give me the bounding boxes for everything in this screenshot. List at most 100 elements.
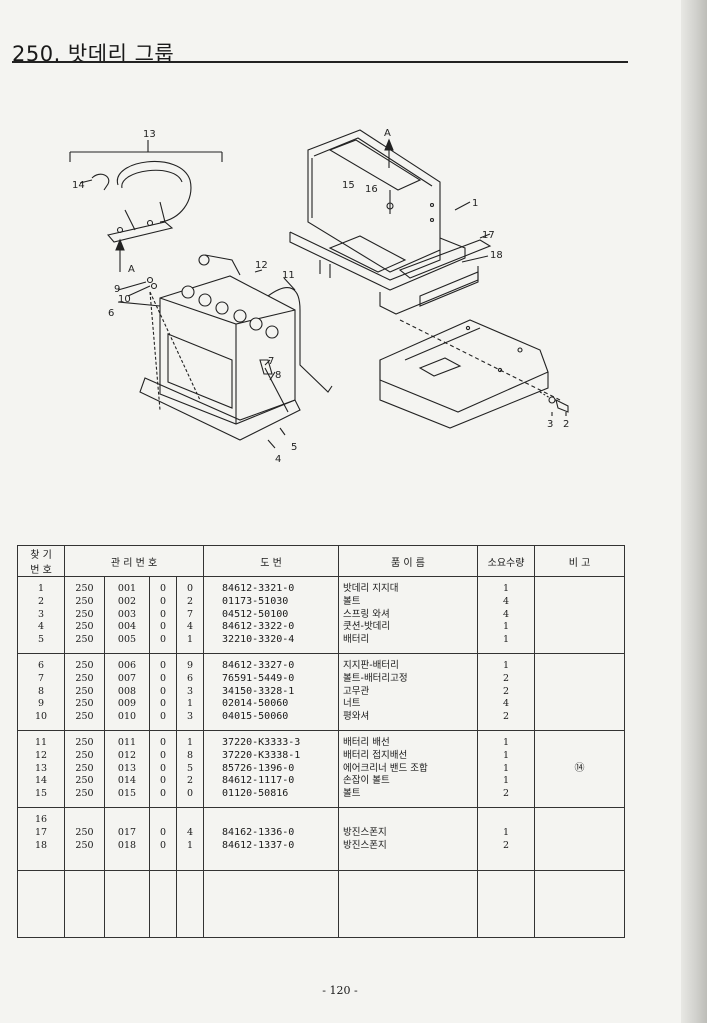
cell-name: 스프링 와셔 <box>338 608 479 622</box>
exploded-parts-diagram: 13 14 A A 15 16 1 17 18 12 11 9 10 6 7 8… <box>0 110 680 490</box>
header-remark: 비 고 <box>534 545 626 577</box>
cell-a: 0 <box>149 711 177 724</box>
washer-10 <box>150 282 158 290</box>
header-qty: 소요수량 <box>477 545 536 577</box>
sponge-18 <box>419 271 479 307</box>
battery-5 <box>159 275 296 425</box>
cell-a: 0 <box>149 583 177 596</box>
callout-16: 16 <box>365 184 378 195</box>
cell-dwg: 84612-3322-0 <box>203 621 340 635</box>
cell-name: 방진스폰지 <box>338 826 479 840</box>
table-spacer-row <box>17 882 626 894</box>
cell-b: 9 <box>175 659 205 673</box>
cell-qty: 1 <box>477 736 536 750</box>
cell-name: 쿳션-밧데리 <box>338 621 479 635</box>
title-underline <box>12 61 628 63</box>
callout-17: 17 <box>482 230 495 241</box>
table-spacer-row <box>17 852 626 859</box>
cell-s: 015 <box>104 788 150 801</box>
cell-name: 평와셔 <box>338 711 479 724</box>
ground-cable-12 <box>204 254 241 276</box>
callout-12: 12 <box>255 260 268 271</box>
cell-name: 볼트-배터리고정 <box>338 672 479 686</box>
battery-support-1 <box>289 129 479 315</box>
page-number: - 120 - <box>322 984 358 997</box>
table-spacer-row <box>17 864 626 872</box>
cell-s: 010 <box>104 711 150 724</box>
cell-dwg: 04015-50060 <box>203 711 340 724</box>
cell-remark <box>534 672 626 686</box>
cell-qty: 1 <box>477 583 536 596</box>
cell-b <box>175 813 205 827</box>
cell-s: 004 <box>104 621 150 635</box>
cell-s: 003 <box>104 608 150 622</box>
cell-remark <box>534 685 626 699</box>
cell-a: 0 <box>149 634 177 647</box>
cell-qty: 1 <box>477 762 536 776</box>
cell-no: 1 <box>17 583 65 596</box>
cell-remark <box>534 788 626 801</box>
cell-qty: 2 <box>477 839 536 853</box>
cell-qty: 1 <box>477 826 536 840</box>
page-edge-shadow <box>681 0 707 1023</box>
cell-remark <box>534 711 626 724</box>
cell-name: 볼트 <box>338 595 479 609</box>
cell-no: 8 <box>17 685 65 699</box>
cell-g: 250 <box>64 775 105 789</box>
callout-a-lower: A <box>128 264 135 275</box>
cell-qty: 2 <box>477 788 536 801</box>
cell-no: 9 <box>17 698 65 712</box>
cell-s: 007 <box>104 672 150 686</box>
callout-1: 1 <box>472 198 478 209</box>
cell-s: 018 <box>104 839 150 853</box>
cell-qty: 2 <box>477 711 536 724</box>
cell-b: 0 <box>175 583 205 596</box>
cell-g: 250 <box>64 736 105 750</box>
callout-5: 5 <box>291 442 297 453</box>
cell-a: 0 <box>149 749 177 763</box>
cell-g: 250 <box>64 583 105 596</box>
cell-dwg: 04512-50100 <box>203 608 340 622</box>
callout-11: 11 <box>282 270 295 281</box>
cell-b: 3 <box>175 711 205 724</box>
callout-8: 8 <box>275 370 281 381</box>
callout-a-upper: A <box>384 128 391 139</box>
cell-s: 017 <box>104 826 150 840</box>
cell-no: 12 <box>17 749 65 763</box>
cell-g: 250 <box>64 672 105 686</box>
cell-remark <box>534 775 626 789</box>
cell-no: 2 <box>17 595 65 609</box>
cell-g: 250 <box>64 634 105 647</box>
cell-g: 250 <box>64 685 105 699</box>
cell-name: 볼트 <box>338 788 479 801</box>
cell-a: 0 <box>149 788 177 801</box>
cell-no: 16 <box>17 813 65 827</box>
cell-g: 250 <box>64 595 105 609</box>
cell-qty: 4 <box>477 608 536 622</box>
support-plate-6-top <box>379 319 549 429</box>
callout-10: 10 <box>118 294 131 305</box>
cell-qty: 2 <box>477 685 536 699</box>
cell-g: 250 <box>64 711 105 724</box>
cell-name: 배터리 접지배선 <box>338 749 479 763</box>
cell-remark <box>534 608 626 622</box>
cell-qty: 1 <box>477 621 536 635</box>
cell-qty: 1 <box>477 634 536 647</box>
header-part-name: 품 이 름 <box>338 545 479 577</box>
cell-no: 14 <box>17 775 65 789</box>
cell-dwg: 02014-50060 <box>203 698 340 712</box>
cell-a: 0 <box>149 608 177 622</box>
cell-a: 0 <box>149 672 177 686</box>
cell-remark <box>534 621 626 635</box>
cell-a: 0 <box>149 595 177 609</box>
parts-drawing: 13 14 A A 15 16 1 17 18 12 11 9 10 6 7 8… <box>69 128 569 465</box>
table-spacer-row <box>17 870 626 883</box>
cell-remark <box>534 826 626 840</box>
table-spacer-row <box>17 576 626 583</box>
